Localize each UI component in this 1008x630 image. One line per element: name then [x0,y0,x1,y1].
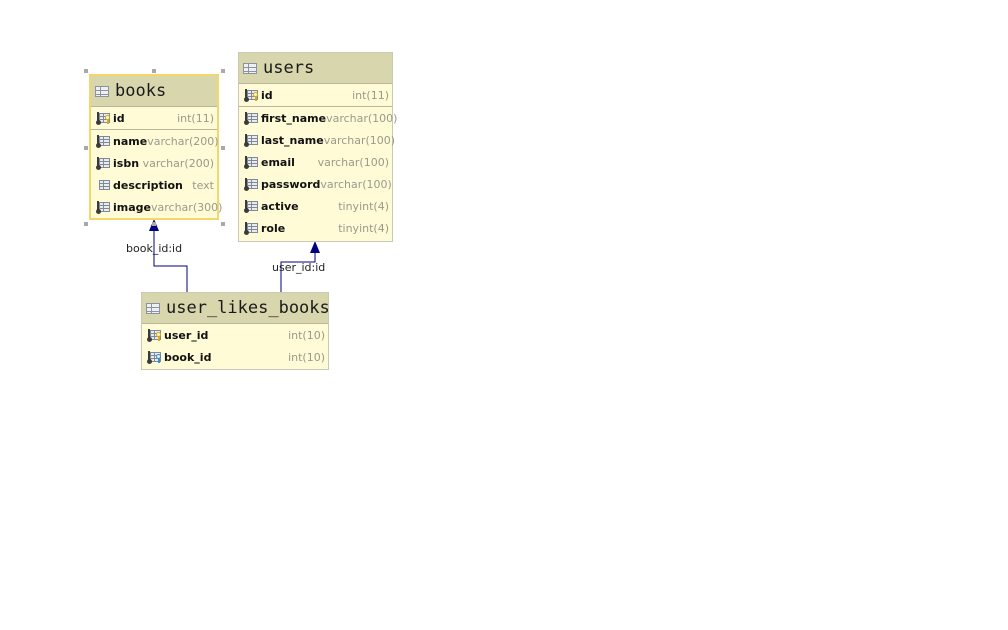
column-type: varchar(200) [142,156,214,170]
column-name: image [113,200,151,214]
selection-handle[interactable] [84,69,88,73]
column-name: name [113,134,148,148]
column-icon [96,200,110,214]
column-icon [96,179,110,192]
column-row[interactable]: active tinyint(4) [239,195,392,217]
table-user-likes-books[interactable]: user_likes_books user_id int(10) book_id… [141,292,330,370]
column-name: user_id [164,328,209,342]
column-row[interactable]: book_id int(10) [142,346,328,368]
table-books[interactable]: books id int(11) name varchar(200) isbn … [89,74,222,220]
column-icon [244,155,258,169]
primary-key-section: id int(11) [239,84,392,107]
column-type: int(10) [288,350,325,364]
column-icon [244,199,258,213]
table-header[interactable]: users [239,53,392,84]
column-name: id [113,111,125,125]
column-row[interactable]: description text [91,174,217,196]
column-name: first_name [261,111,327,125]
primary-key-section: id int(11) [91,107,217,130]
table-icon [243,62,257,74]
column-name: description [113,178,183,192]
column-type: int(10) [288,328,325,342]
column-type: tinyint(4) [338,199,389,213]
column-type: varchar(100) [320,177,392,191]
table-title: books [115,81,167,101]
column-row[interactable]: password varchar(100) [239,173,392,195]
foreign-key-icon [147,350,161,364]
selection-handle[interactable] [84,222,88,226]
column-name: email [261,155,295,169]
relationship-line-users [280,252,316,292]
primary-key-icon [96,111,110,125]
selection-handle[interactable] [152,222,156,226]
table-header[interactable]: user_likes_books [142,293,330,324]
table-icon [95,85,109,97]
column-type: varchar(300) [151,200,223,214]
column-row[interactable]: last_name varchar(100) [239,129,396,151]
column-row[interactable]: user_id int(10) [142,324,328,346]
column-row[interactable]: role tinyint(4) [239,217,392,239]
column-icon [244,111,258,125]
table-title: user_likes_books [166,298,330,318]
relationship-label-users[interactable]: user_id:id [272,261,326,274]
column-row[interactable]: id int(11) [91,107,217,129]
column-type: varchar(100) [326,111,398,125]
selection-handle[interactable] [221,146,225,150]
table-header[interactable]: books [91,76,217,107]
arrowhead-users [310,241,320,253]
selection-handle[interactable] [152,69,156,73]
column-icon [244,177,258,191]
column-type: varchar(100) [323,133,396,147]
column-icon [244,133,258,147]
column-icon [96,134,110,148]
column-row[interactable]: name varchar(200) [91,130,219,152]
column-icon [244,221,258,235]
table-title: users [263,58,315,78]
table-users[interactable]: users id int(11) first_name varchar(100)… [238,52,397,242]
selection-handle[interactable] [84,146,88,150]
relationship-line-books [153,230,188,292]
column-name: id [261,88,273,102]
column-name: role [261,221,286,235]
column-name: last_name [261,133,324,147]
column-name: active [261,199,299,213]
column-row[interactable]: isbn varchar(200) [91,152,217,174]
selection-handle[interactable] [221,222,225,226]
column-row[interactable]: email varchar(100) [239,151,392,173]
table-icon [146,302,160,314]
column-type: int(11) [352,88,389,102]
relationship-label-books[interactable]: book_id:id [126,242,183,255]
column-icon [96,156,110,170]
column-type: tinyint(4) [338,221,389,235]
foreign-key-icon [147,328,161,342]
column-name: password [261,177,321,191]
column-type: text [192,178,214,192]
column-row[interactable]: first_name varchar(100) [239,107,397,129]
selection-handle[interactable] [221,69,225,73]
column-type: int(11) [177,111,214,125]
column-name: book_id [164,350,212,364]
column-row[interactable]: id int(11) [239,84,392,106]
column-type: varchar(100) [317,155,389,169]
primary-key-icon [244,88,258,102]
column-row[interactable]: image varchar(300) [91,196,222,218]
column-type: varchar(200) [147,134,219,148]
column-name: isbn [113,156,140,170]
